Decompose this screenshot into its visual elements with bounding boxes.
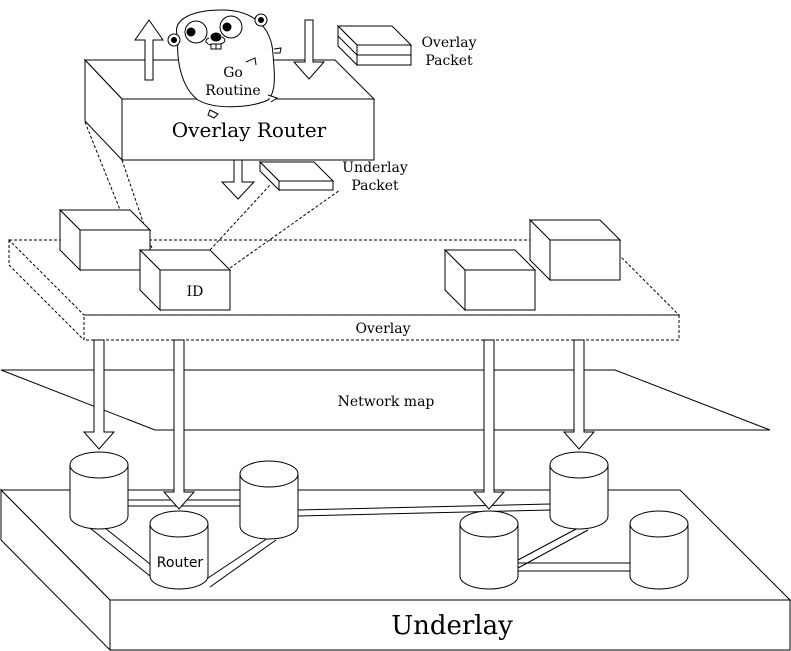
router-cylinder-1 [69,451,129,530]
underlay-packet-icon [258,160,335,192]
overlay-node-3 [443,248,537,312]
down-arrow-icon [292,19,326,80]
overlay-node-id [138,248,232,312]
overlay-node-1 [58,208,152,272]
up-arrow-icon [134,19,164,81]
underlay-packet-label-line2: Packet [351,178,399,194]
overlay-packet-label-line1: Overlay [421,35,476,51]
router-cylinder-3 [149,510,209,590]
overlay-node-4 [528,218,622,282]
gopher-icon [167,9,282,119]
underlay-packet-label-line1: Underlay [342,160,408,176]
overlay-label: Overlay [355,321,410,337]
router-cylinder-5 [459,510,519,590]
labels: Overlay Router Go Routine Overlay Packet… [157,35,513,641]
underlay-links [89,499,630,588]
down-arrow-icon [220,159,256,200]
overlay-plane [7,239,681,341]
overlay-packet-icon [336,24,413,67]
router-arrows [134,19,326,200]
id-label: ID [187,284,204,300]
go-routine-label-line1: Go [223,65,243,81]
overlay-router-label: Overlay Router [172,118,327,142]
underlay-label: Underlay [391,611,513,641]
overlay-nodes [58,208,622,312]
router-cylinders [69,451,689,590]
network-map-label: Network map [338,394,435,410]
router-label: Router [157,555,204,571]
router-cylinder-6 [629,510,689,590]
mapping-arrows [82,339,596,510]
router-cylinder-4 [549,451,609,530]
overlay-packet-label-line2: Packet [425,53,473,69]
router-cylinder-2 [239,460,299,540]
go-routine-label-line2: Routine [205,83,260,99]
